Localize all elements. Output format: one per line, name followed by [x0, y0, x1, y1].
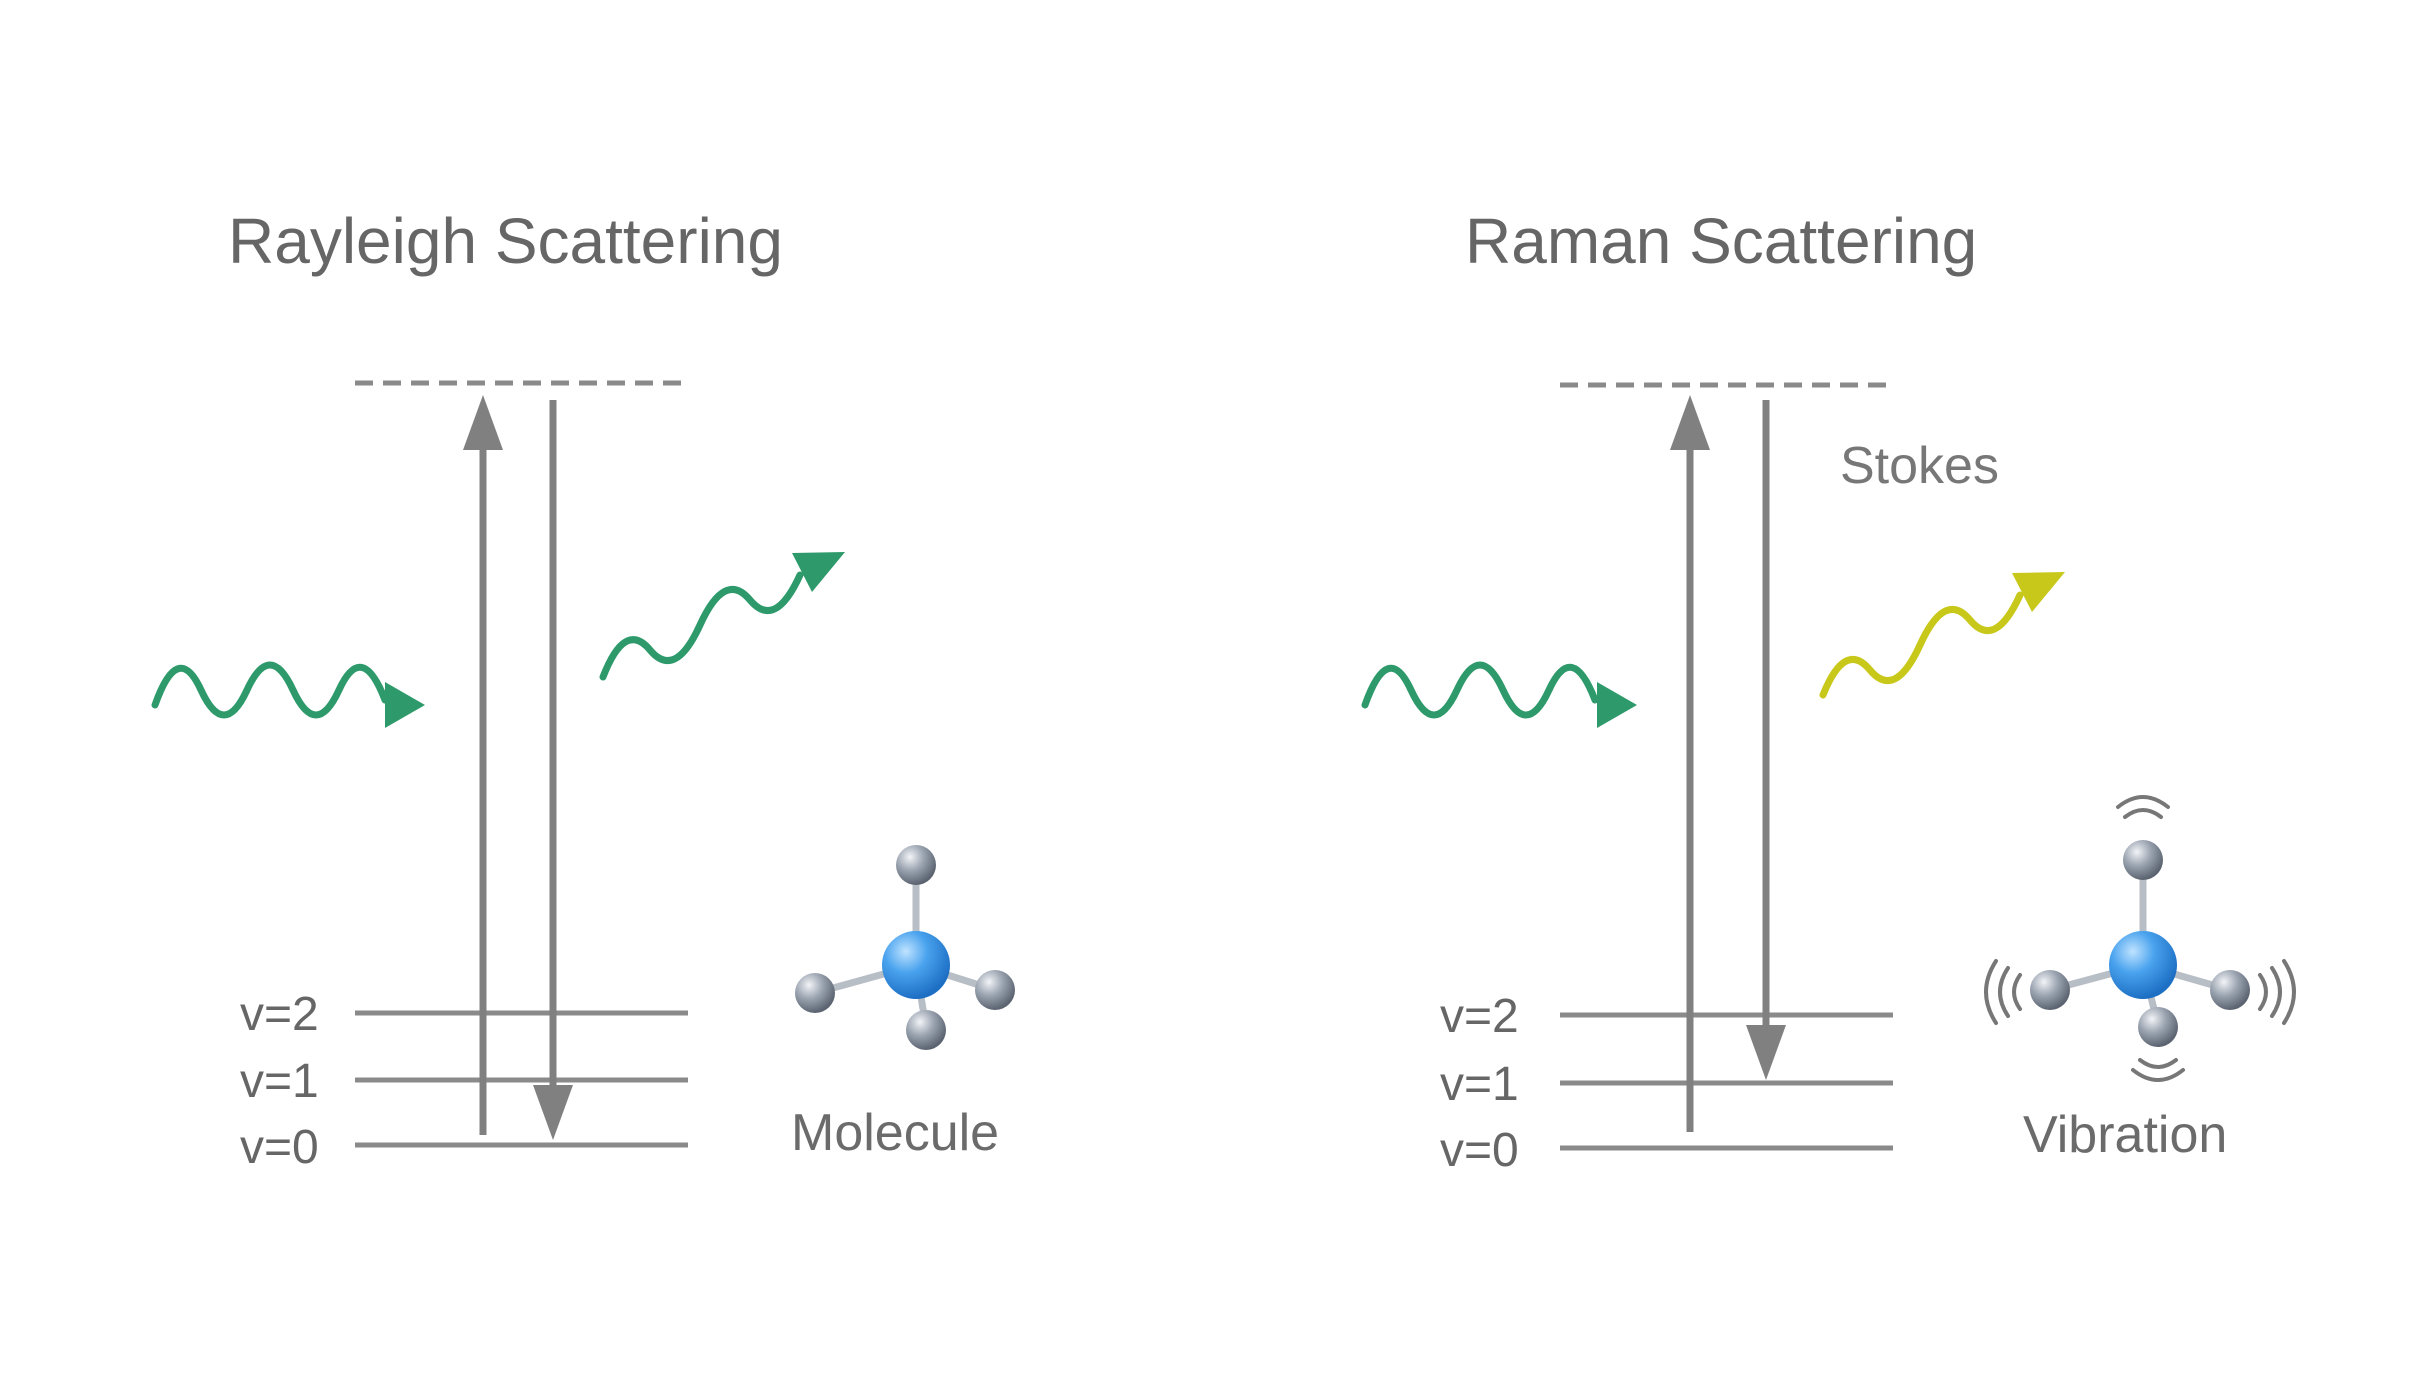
raman-excitation-arrow	[1670, 395, 1710, 1132]
rayleigh-excitation-arrow	[463, 395, 503, 1135]
vibrating-molecule-icon	[1984, 795, 2296, 1082]
raman-incident-photon	[1361, 661, 1637, 728]
raman-label-v2: v=2	[1440, 990, 1519, 1043]
rayleigh-scattered-photon	[599, 552, 845, 681]
rayleigh-label-v1: v=1	[240, 1055, 319, 1108]
raman-label-v0: v=0	[1440, 1124, 1519, 1177]
raman-label-v1: v=1	[1440, 1058, 1519, 1111]
rayleigh-emission-arrow	[533, 400, 573, 1140]
molecule-caption: Molecule	[791, 1104, 999, 1162]
stokes-label: Stokes	[1840, 437, 1999, 495]
rayleigh-panel: Rayleigh Scattering v=2 v=1 v=0	[151, 205, 1015, 1174]
raman-panel: Raman Scattering v=2 v=1 v=0 Stokes	[1361, 205, 2296, 1177]
raman-stokes-photon	[1819, 572, 2065, 699]
rayleigh-title: Rayleigh Scattering	[228, 205, 783, 277]
raman-title: Raman Scattering	[1465, 205, 1977, 277]
rayleigh-label-v0: v=0	[240, 1121, 319, 1174]
molecule-icon	[795, 845, 1015, 1050]
raman-emission-arrow	[1746, 400, 1786, 1080]
vibration-waves-icon	[1984, 795, 2296, 1082]
rayleigh-label-v2: v=2	[240, 988, 319, 1041]
rayleigh-incident-photon	[151, 661, 425, 728]
vibration-caption: Vibration	[2023, 1106, 2227, 1164]
